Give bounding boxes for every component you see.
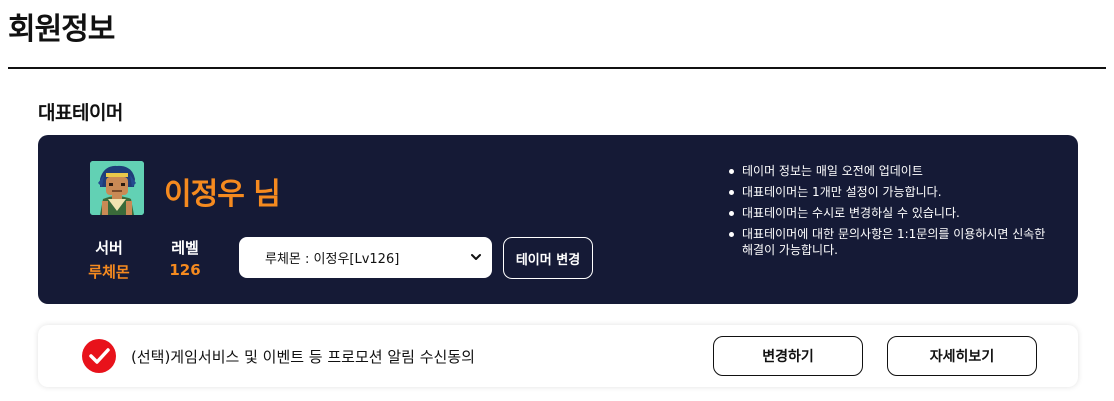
- tamer-card: 이정우 님 서버 루체몬 레벨 126 루체몬 : 이정우[Lv126] 테이머…: [38, 135, 1078, 304]
- notice-item: 대표테이머는 수시로 변경하실 수 있습니다.: [726, 205, 1056, 221]
- server-label: 서버: [95, 239, 123, 257]
- tamer-select-value: 루체몬 : 이정우[Lv126]: [265, 252, 400, 267]
- server-value: 루체몬: [88, 263, 130, 281]
- tamer-name: 이정우 님: [164, 177, 281, 212]
- chevron-down-icon: [471, 254, 481, 260]
- consent-text: (선택)게임서비스 및 이벤트 등 프로모션 알림 수신동의: [131, 348, 475, 366]
- notice-item: 테이머 정보는 매일 오전에 업데이트: [726, 163, 1056, 179]
- level-label: 레벨: [171, 239, 199, 257]
- change-consent-button[interactable]: 변경하기: [713, 336, 863, 376]
- character-portrait-icon: [90, 161, 144, 215]
- notice-item: 대표테이머에 대한 문의사항은 1:1문의를 이용하시면 신속한 해결이 가능합…: [726, 226, 1056, 258]
- consent-bar: (선택)게임서비스 및 이벤트 등 프로모션 알림 수신동의 변경하기 자세히보…: [38, 325, 1078, 387]
- view-details-button[interactable]: 자세히보기: [887, 336, 1037, 376]
- level-value: 126: [169, 261, 201, 279]
- change-tamer-button[interactable]: 테이머 변경: [503, 237, 593, 279]
- page-title: 회원정보: [8, 12, 115, 47]
- notice-item: 대표테이머는 1개만 설정이 가능합니다.: [726, 184, 1056, 200]
- avatar: [90, 161, 144, 215]
- consent-check-icon[interactable]: [82, 339, 116, 373]
- section-title: 대표테이머: [38, 102, 123, 124]
- notice-list: 테이머 정보는 매일 오전에 업데이트 대표테이머는 1개만 설정이 가능합니다…: [726, 163, 1056, 263]
- tamer-select[interactable]: 루체몬 : 이정우[Lv126]: [239, 237, 492, 278]
- title-divider: [8, 67, 1106, 69]
